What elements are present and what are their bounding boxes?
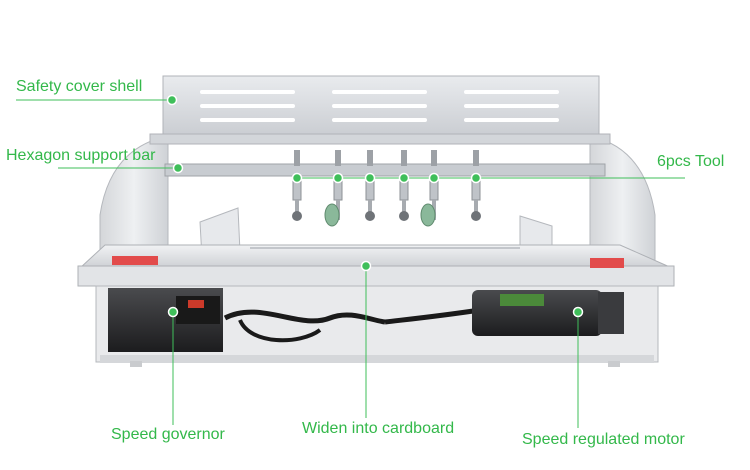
label-governor: Speed governor bbox=[111, 426, 225, 443]
green-dot-icon bbox=[167, 306, 179, 318]
green-dot-icon bbox=[332, 172, 344, 184]
tool-head-6 bbox=[471, 150, 481, 221]
warning-sticker-left bbox=[112, 256, 158, 265]
warning-sticker-right bbox=[590, 258, 624, 268]
hexagon-support-bar bbox=[164, 163, 606, 177]
callout-leader-lines bbox=[16, 94, 685, 428]
green-dot-icon bbox=[364, 172, 376, 184]
green-dot-icon bbox=[166, 94, 178, 106]
cover-vent-slots bbox=[200, 90, 559, 122]
tool-head-3 bbox=[365, 150, 375, 221]
work-table bbox=[77, 244, 675, 287]
green-dot-icon bbox=[398, 172, 410, 184]
tools-group bbox=[292, 150, 481, 227]
tool-head-1 bbox=[292, 150, 302, 221]
tool-head-4 bbox=[399, 150, 409, 221]
green-dot-icon bbox=[291, 172, 303, 184]
green-dot-icon bbox=[428, 172, 440, 184]
label-cardboard: Widen into cardboard bbox=[302, 420, 455, 437]
green-dot-icon bbox=[360, 260, 372, 272]
cable-loop bbox=[238, 319, 322, 343]
green-dot-icon bbox=[470, 172, 482, 184]
speed-regulated-motor-unit bbox=[472, 290, 624, 336]
green-dot-icon bbox=[572, 306, 584, 318]
safety-cover-shell bbox=[149, 75, 611, 145]
label-motor: Speed regulated motor bbox=[522, 431, 685, 448]
tool-head-5 bbox=[420, 150, 439, 227]
label-tools: 6pcs Tool bbox=[657, 153, 725, 170]
label-hexagon-bar: Hexagon support bar bbox=[6, 147, 156, 164]
green-dot-icon bbox=[172, 162, 184, 174]
tool-head-2 bbox=[324, 150, 343, 227]
label-safety-cover: Safety cover shell bbox=[16, 78, 143, 95]
speed-governor-unit bbox=[108, 288, 223, 352]
